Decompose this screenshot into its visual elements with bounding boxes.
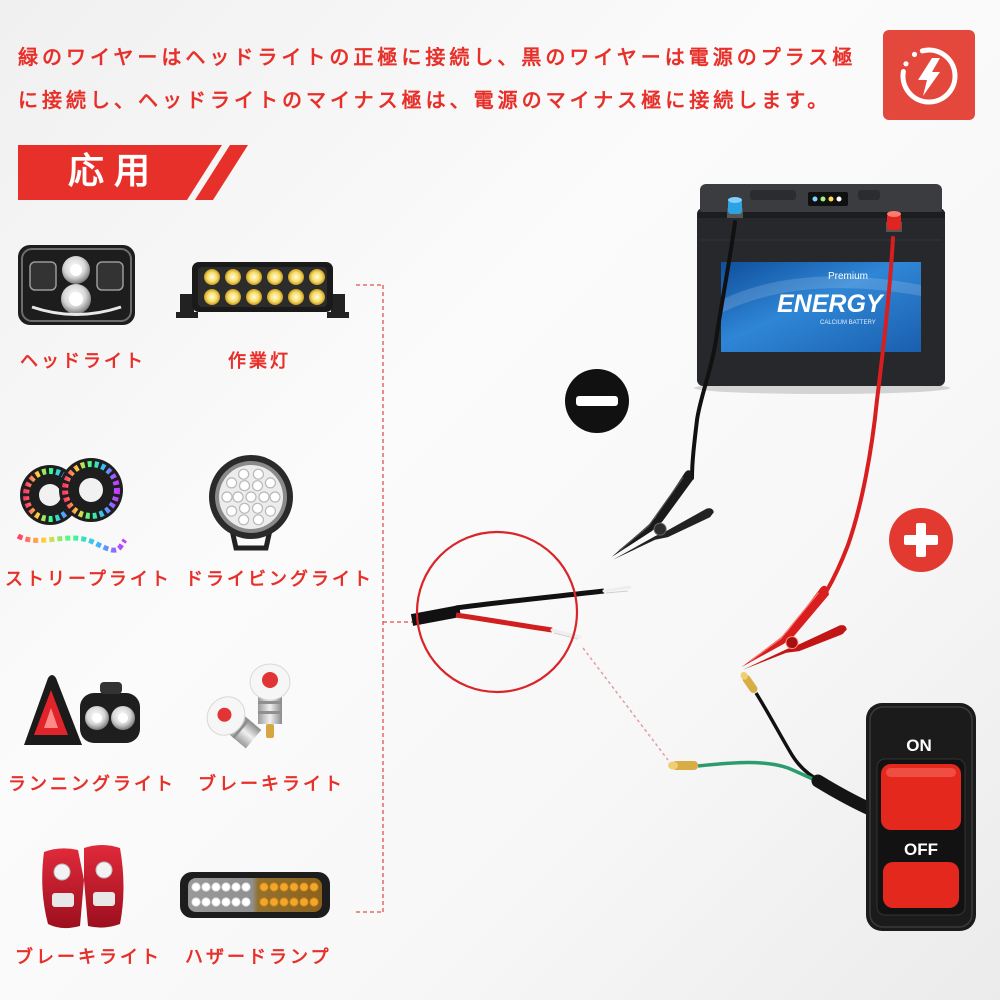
label-running-light: ランニングライト [8, 774, 176, 795]
headlight-positive-wire [697, 760, 823, 785]
label-led-strip: ストリープライト [5, 569, 172, 590]
label-work-light: 作業灯 [228, 351, 291, 372]
hazard-lamp-icon [180, 872, 330, 918]
section-banner [18, 145, 248, 200]
wire-detail [410, 530, 632, 694]
positive-terminal [886, 211, 902, 232]
switch-harness [668, 671, 879, 817]
label-tail-light: ブレーキライト [15, 947, 162, 968]
label-hazard-lamp: ハザードランプ [185, 947, 332, 968]
car-battery: Premium ENERGY CALCIUM BATTERY [694, 184, 950, 394]
led-strip-icon [16, 458, 128, 553]
power-lightning-icon [883, 30, 975, 120]
positive-clip [741, 585, 847, 670]
label-headlight: ヘッドライト [20, 351, 146, 372]
application-bracket [356, 284, 417, 913]
switch-off-paddle [883, 862, 959, 908]
negative-wire [690, 220, 737, 480]
label-brake-bulb: ブレーキライト [198, 774, 345, 795]
negative-terminal [727, 197, 743, 218]
work-light-icon [176, 262, 349, 318]
rocker-switch: ON OFF [866, 703, 976, 931]
headlight-icon [18, 245, 135, 325]
battery-indicator [808, 192, 848, 206]
brake-bulb-icon [206, 663, 291, 749]
minus-icon [565, 369, 629, 433]
positive-wire [824, 236, 895, 594]
battery-brand-text: ENERGY [777, 290, 885, 318]
section-title: 応用 [68, 151, 161, 192]
switch-cable-sheath [811, 774, 879, 817]
driving-light-icon [209, 455, 293, 551]
switch-on-paddle [881, 764, 961, 830]
intro-line-2: に接続し、ヘッドライトのマイナス極は、電源のマイナス極に接続します。 [18, 88, 832, 112]
tail-light-icon [42, 845, 124, 929]
headlight-bullet-connector [668, 761, 698, 770]
running-light-icon [24, 675, 140, 745]
detail-pointer [582, 647, 669, 761]
battery-type-text: CALCIUM BATTERY [820, 320, 876, 326]
label-driving-light: ドライビングライト [185, 569, 374, 590]
switch-on-label: ON [906, 736, 932, 755]
intro-line-1: 緑のワイヤーはヘッドライトの正極に接続し、黒のワイヤーは電源のプラス極 [18, 45, 857, 69]
magnifier-circle [415, 530, 579, 694]
plus-icon [889, 508, 953, 572]
battery-premium-text: Premium [828, 271, 868, 282]
negative-clip [611, 470, 714, 560]
switch-power-wire [754, 692, 823, 784]
positive-bullet-connector [740, 671, 758, 693]
switch-off-label: OFF [904, 840, 938, 859]
